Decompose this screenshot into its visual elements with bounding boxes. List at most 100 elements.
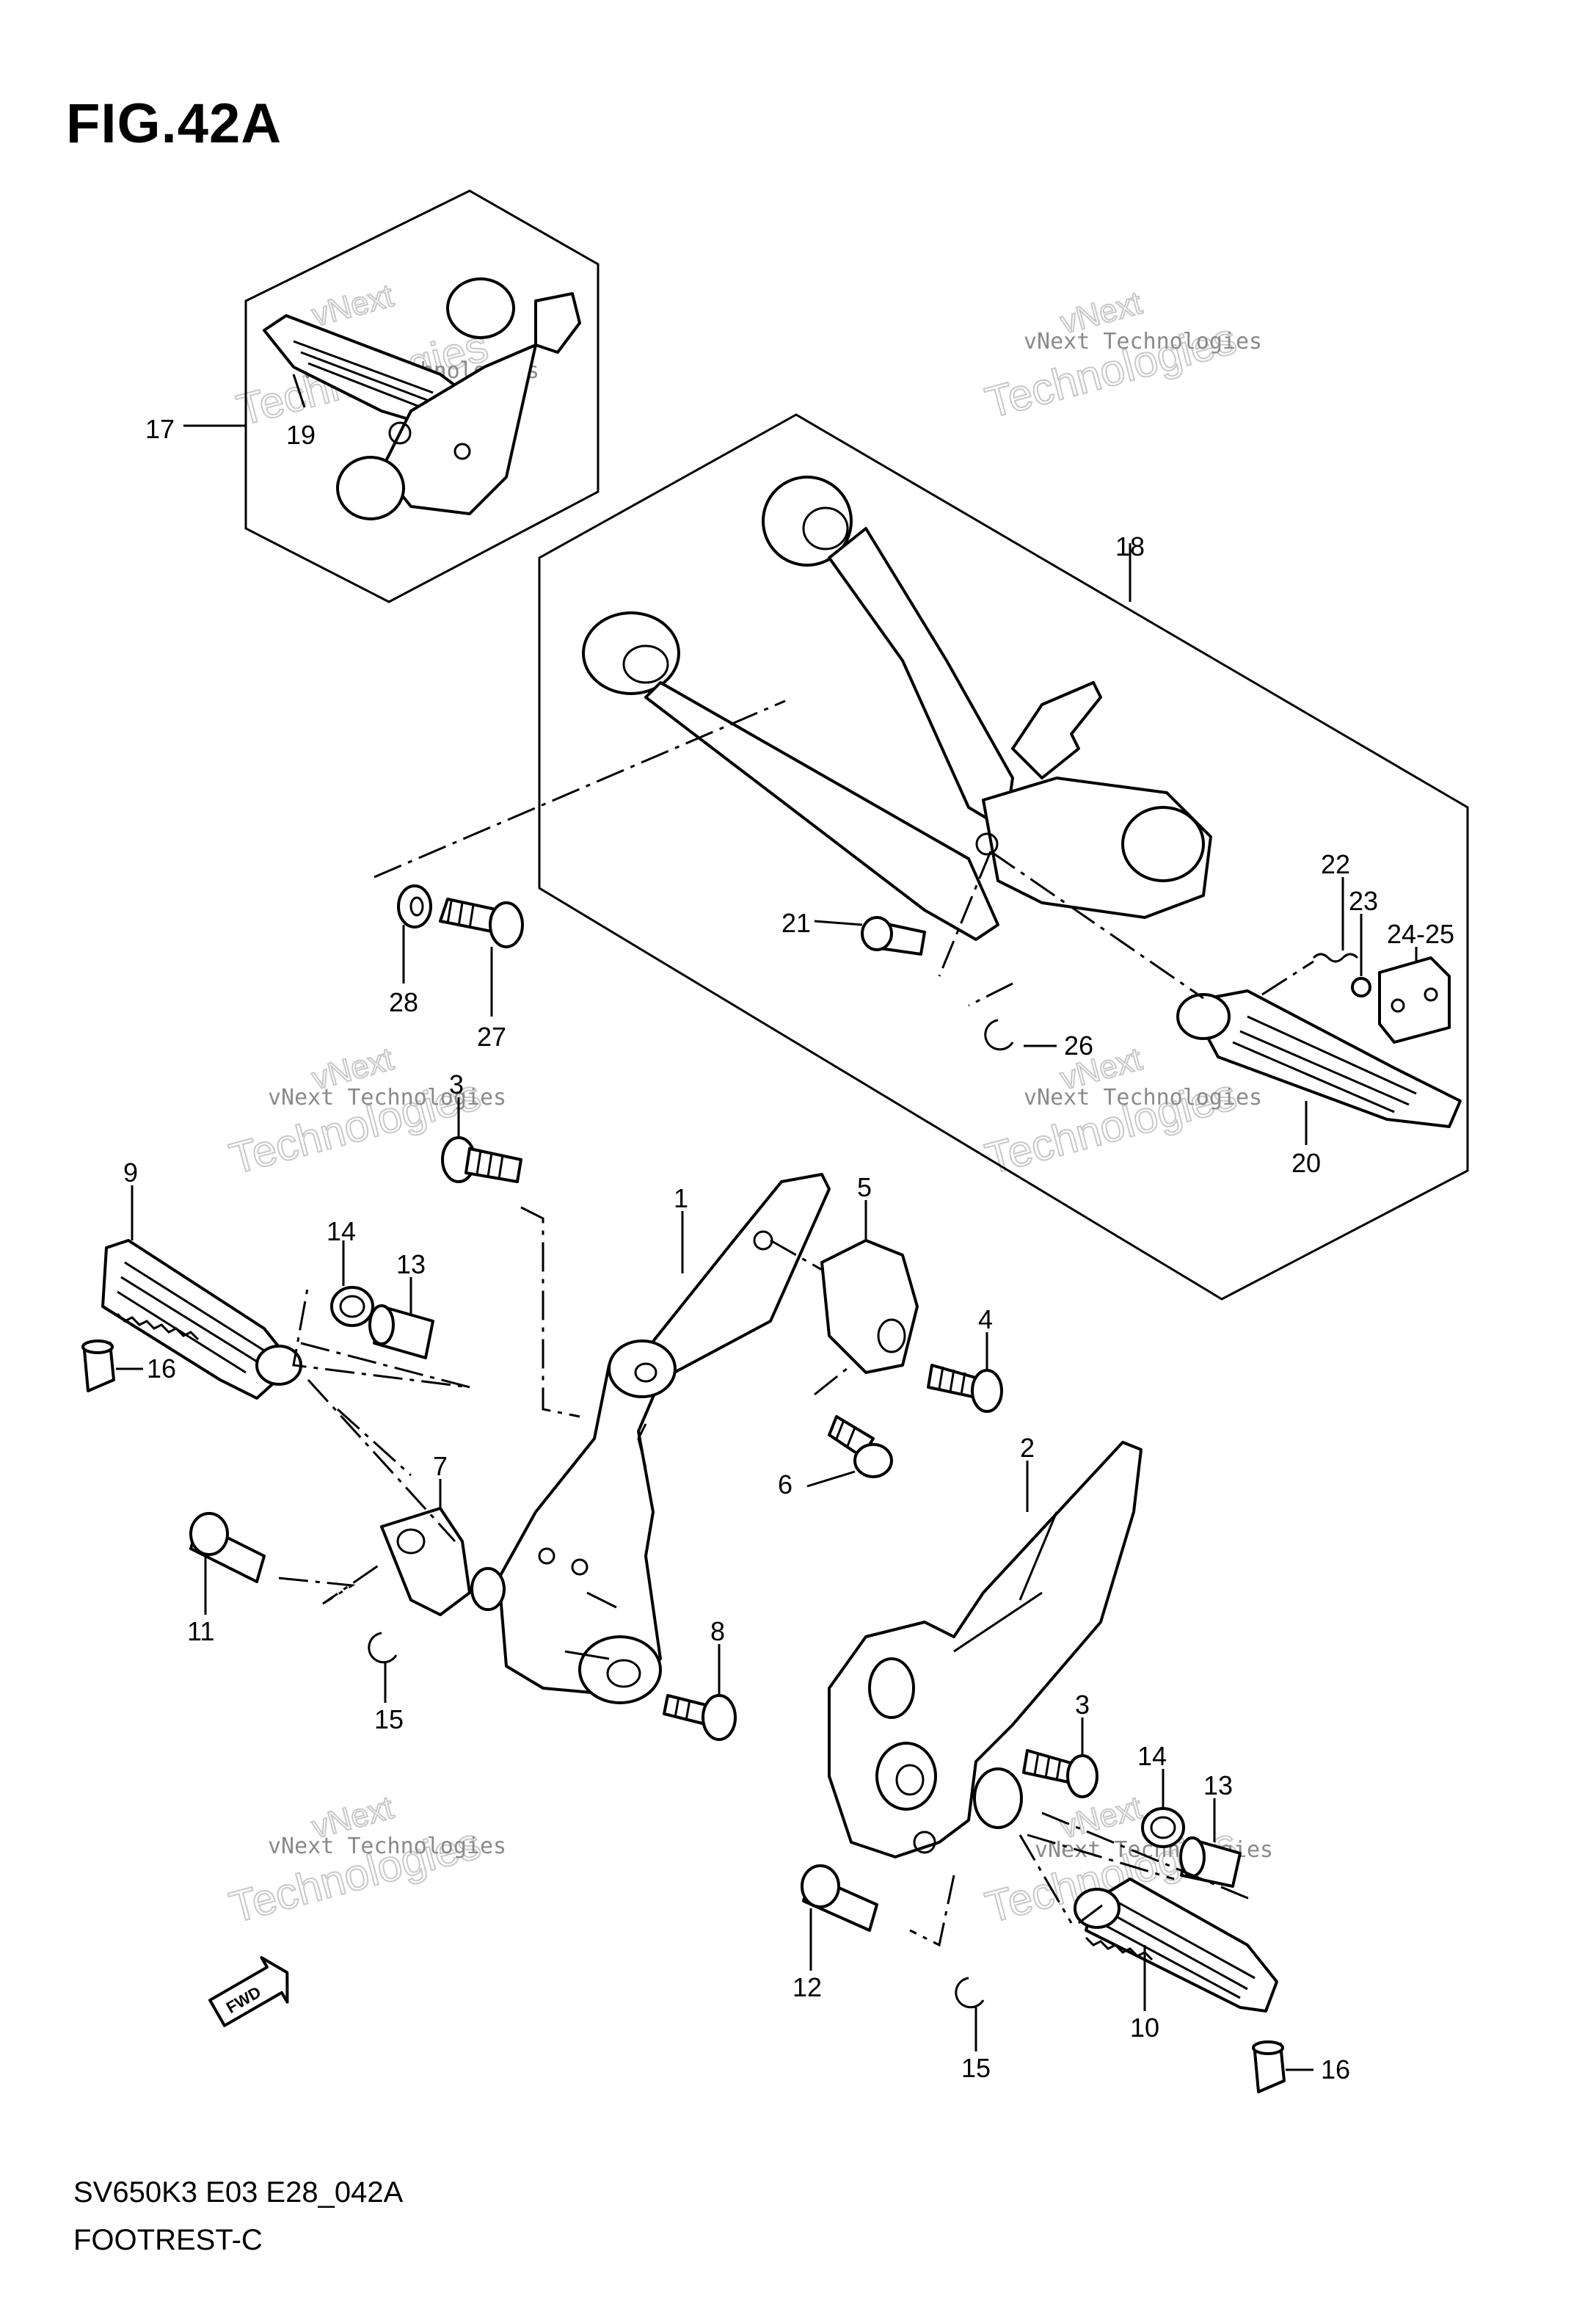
bracket-7-hole	[396, 1528, 426, 1555]
bolt-3b-head	[1066, 1754, 1098, 1798]
bracket-2-boss-a	[868, 1657, 915, 1719]
callout-3b: 3	[1075, 1690, 1090, 1720]
tab-17	[534, 292, 581, 354]
footrest-10-teeth	[1085, 1936, 1154, 1961]
spring-22	[1312, 953, 1359, 963]
bolt-27-thread	[446, 901, 475, 929]
assembly-line-3	[520, 1206, 580, 1418]
figure-code: SV650K3 E03 E28_042A	[73, 2176, 404, 2209]
bracket-2-hole	[913, 1831, 936, 1854]
hole-17	[388, 421, 412, 445]
bracket-1-boss-lower-hole	[606, 1659, 641, 1688]
callout-13: 13	[396, 1249, 426, 1279]
callout-3: 3	[449, 1069, 464, 1099]
bracket-2-boss-b	[875, 1742, 937, 1811]
hook-18	[1011, 681, 1102, 779]
footrest-20	[1187, 989, 1462, 1128]
pin-21-head	[861, 916, 893, 951]
spring-14	[330, 1286, 374, 1327]
assembly-line-27	[374, 699, 786, 879]
assembly-lines-left	[278, 1284, 470, 1605]
clip-15b	[955, 1977, 985, 2009]
bracket-7	[380, 1507, 471, 1616]
callout-6: 6	[778, 1469, 792, 1499]
footrest-9-teeth	[116, 1312, 200, 1341]
box-18-frame	[538, 413, 1469, 1301]
clip-15	[368, 1632, 398, 1664]
callout-24-25: 24-25	[1387, 919, 1454, 949]
spring-14b	[1141, 1807, 1185, 1848]
callout-1: 1	[674, 1183, 688, 1213]
callout-21: 21	[781, 908, 811, 938]
callout-22: 22	[1321, 849, 1350, 879]
bolt-4-thread	[938, 1366, 966, 1395]
callout-27: 27	[477, 1022, 506, 1052]
hole-18	[975, 832, 999, 856]
footrest-10-grip	[1100, 1900, 1256, 1999]
figure-title: FIG.42A	[66, 92, 283, 155]
bracket-1-boss-upper-hole	[634, 1362, 657, 1383]
leader-19	[292, 374, 306, 408]
washer-28-hole	[409, 896, 424, 917]
boss-upper-17	[446, 277, 515, 339]
boss-18-left-hole	[622, 644, 669, 684]
pin-12-head	[801, 1864, 840, 1908]
assembly-line-5	[770, 1239, 852, 1396]
bracket-1-boss-lower	[578, 1635, 662, 1704]
bracket-5	[820, 1239, 919, 1374]
callout-15b: 15	[961, 2053, 991, 2083]
callout-2: 2	[1020, 1433, 1035, 1463]
callout-11: 11	[187, 1616, 214, 1646]
callout-16: 16	[147, 1353, 176, 1384]
spring-14b-inner	[1150, 1816, 1176, 1839]
bracket-5-hole	[877, 1318, 906, 1353]
bracket-7-pin	[470, 1567, 506, 1611]
callout-10: 10	[1130, 2013, 1159, 2043]
bracket-1-hole-a	[538, 1547, 555, 1565]
footrest-9-grip	[117, 1261, 265, 1374]
bolt-3-thread	[475, 1150, 504, 1179]
box-part-18	[538, 413, 1469, 1301]
parts-27-28	[374, 699, 786, 1017]
bolt-6-head	[853, 1443, 893, 1478]
boss-18-right	[1121, 806, 1205, 882]
footrest-20-grip	[1232, 1015, 1417, 1113]
callout-28: 28	[389, 987, 418, 1017]
washer-28	[397, 884, 432, 928]
cap-16b-top	[1252, 2040, 1284, 2055]
callout-14: 14	[327, 1216, 356, 1246]
watermark-text: vNext Technologies	[268, 1085, 506, 1110]
callout-13b: 13	[1203, 1770, 1233, 1800]
bolt-6-thread	[835, 1419, 856, 1447]
watermark-low-left: vNext Technologies vNext Technologies	[224, 1789, 506, 1933]
callout-19: 19	[286, 420, 316, 450]
bracket-1-boss-upper	[608, 1339, 677, 1398]
callout-23: 23	[1349, 886, 1378, 916]
leader-6	[806, 1470, 856, 1488]
callout-15: 15	[374, 1704, 404, 1734]
bolt-8-thread	[674, 1696, 691, 1721]
hole-17b	[453, 443, 471, 460]
assembly-lines-18	[938, 850, 1314, 1007]
box-part-17	[183, 189, 600, 603]
callout-20: 20	[1291, 1148, 1321, 1178]
pin-11-head	[189, 1512, 229, 1556]
plate-24-25	[1378, 956, 1451, 1044]
watermark-text: vNext Technologies	[1024, 1085, 1262, 1110]
clip-26	[984, 1019, 1014, 1051]
pin-13-end	[368, 1304, 395, 1345]
fwd-arrow-shape	[208, 1956, 289, 2027]
callout-8: 8	[710, 1616, 725, 1646]
callout-4: 4	[978, 1304, 993, 1334]
callout-14b: 14	[1137, 1741, 1167, 1771]
spring-14-inner	[339, 1295, 365, 1318]
plate-hole-a	[1391, 998, 1405, 1013]
callout-5: 5	[857, 1172, 872, 1202]
leader-21	[814, 920, 863, 926]
bracket-2-boss-b-hole	[895, 1764, 925, 1796]
bracket-2-detail	[953, 1511, 1058, 1653]
fwd-arrow: FWD	[208, 1956, 289, 2027]
callout-7: 7	[433, 1451, 448, 1481]
pin-13b-end	[1179, 1836, 1206, 1877]
